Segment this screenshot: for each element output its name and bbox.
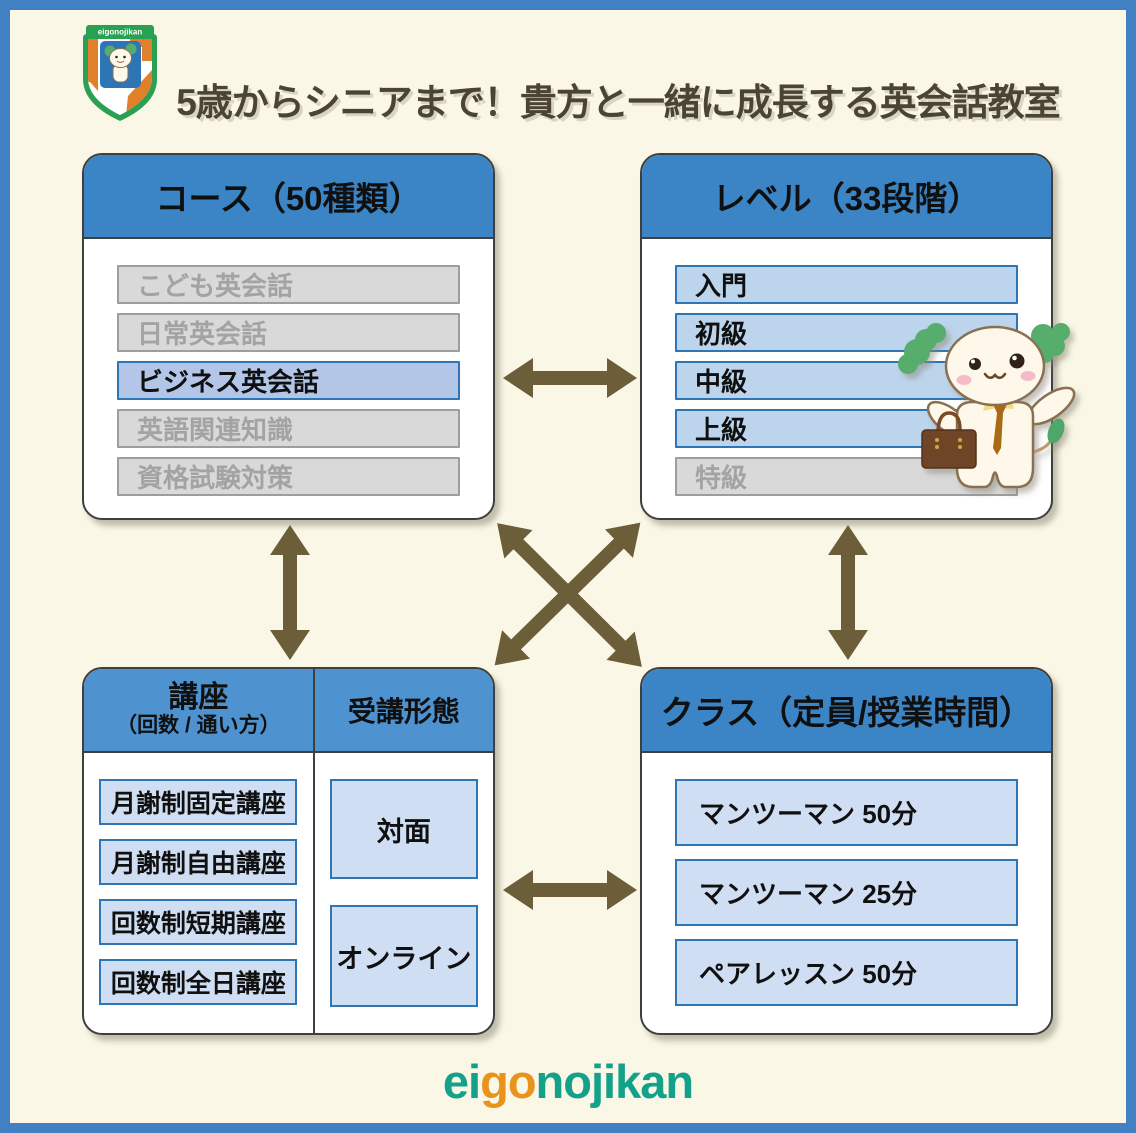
shield-logo-icon: eigonojikan (83, 25, 157, 121)
footer-logo: eigonojikan (0, 1054, 1136, 1109)
footer-logo-part-ei: ei (442, 1055, 481, 1108)
course-box: コース（50種類） こども英会話 日常英会話 ビジネス英会話 英語関連知識 資格… (82, 153, 495, 520)
lecture-item: 回数制全日講座 (99, 959, 298, 1005)
lecture-box-subtitle: （回数 / 通い方） (116, 713, 281, 737)
page-title: 5歳からシニアまで！貴方と一緒に成長する英会話教室 (176, 81, 1061, 123)
lecture-item: 月謝制自由講座 (99, 839, 298, 885)
level-box-header: レベル（33段階） (642, 155, 1051, 239)
class-item: マンツーマン 25分 (675, 859, 1018, 926)
course-box-header: コース（50種類） (84, 155, 493, 239)
lecture-item: 月謝制固定講座 (99, 779, 298, 825)
course-item: こども英会話 (117, 265, 460, 304)
format-item: オンライン (329, 905, 478, 1007)
arrow-level-class-icon (828, 525, 868, 660)
lecture-box-header: 講座 （回数 / 通い方） (84, 669, 313, 753)
footer-logo-part-nojikan: nojikan (535, 1055, 695, 1108)
arrow-course-level-icon (503, 358, 637, 398)
arrow-level-lecture-icon (494, 522, 641, 666)
format-item: 対面 (329, 779, 478, 879)
lecture-box: 講座 （回数 / 通い方） 月謝制固定講座 月謝制自由講座 回数制短期講座 回数… (82, 667, 495, 1035)
class-box-body: マンツーマン 50分 マンツーマン 25分 ペアレッスン 50分 (642, 753, 1051, 1006)
course-item: 資格試験対策 (117, 457, 460, 496)
mini-mascot (104, 43, 137, 83)
course-item: 英語関連知識 (117, 409, 460, 448)
arrow-course-class-icon (497, 523, 642, 667)
class-item: ペアレッスン 50分 (675, 939, 1018, 1006)
format-column: 受講形態 対面 オンライン (312, 669, 493, 1033)
arrow-lecture-class-icon (503, 870, 637, 910)
class-item: マンツーマン 50分 (675, 779, 1018, 846)
format-box-header: 受講形態 (314, 669, 493, 753)
footer-logo-part-go: go (480, 1055, 536, 1108)
mascot-icon (898, 323, 1076, 489)
format-box-body: 対面 オンライン (315, 779, 493, 1007)
level-item: 入門 (675, 265, 1018, 304)
class-box-title: クラス（定員/授業時間） (660, 694, 1033, 731)
lecture-column: 講座 （回数 / 通い方） 月謝制固定講座 月謝制自由講座 回数制短期講座 回数… (84, 669, 313, 1033)
course-box-title: コース（50種類） (155, 180, 422, 217)
class-box-header: クラス（定員/授業時間） (642, 669, 1051, 753)
level-box-title: レベル（33段階） (712, 180, 981, 217)
lecture-item: 回数制短期講座 (99, 899, 298, 945)
course-item: 日常英会話 (117, 313, 460, 352)
lecture-box-title: 講座 (168, 681, 229, 715)
lecture-box-body: 月謝制固定講座 月謝制自由講座 回数制短期講座 回数制全日講座 (84, 753, 313, 1005)
class-box: クラス（定員/授業時間） マンツーマン 50分 マンツーマン 25分 ペアレッス… (640, 667, 1053, 1035)
shield-banner-text: eigonojikan (98, 28, 143, 37)
course-item-selected: ビジネス英会話 (117, 361, 460, 400)
arrow-course-lecture-icon (270, 525, 310, 660)
format-box-title: 受講形態 (347, 696, 460, 727)
course-box-body: こども英会話 日常英会話 ビジネス英会話 英語関連知識 資格試験対策 (84, 239, 493, 496)
shield-segments (88, 39, 152, 115)
